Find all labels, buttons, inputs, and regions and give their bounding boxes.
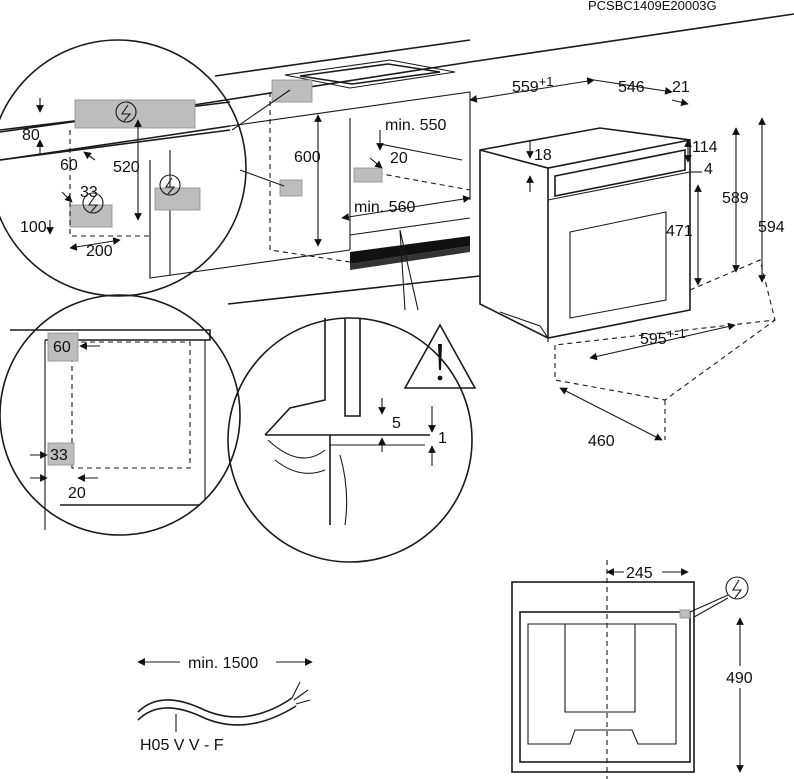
- document-code: PCSBC1409E20003G: [588, 0, 717, 13]
- dim-1: 1: [438, 430, 447, 447]
- detail-circle-warning: [227, 317, 477, 563]
- dim-20a: 20: [390, 150, 408, 167]
- dim-min-560: min. 560: [354, 199, 415, 216]
- dim-490: 490: [726, 670, 753, 687]
- dim-80: 80: [22, 127, 40, 144]
- dim-245: 245: [626, 565, 653, 582]
- oven-drawing: [479, 127, 776, 440]
- dim-559: 559+1: [512, 74, 554, 96]
- dim-4: 4: [704, 161, 713, 178]
- dim-33: 33: [80, 184, 98, 201]
- dim-20b: 20: [68, 485, 86, 502]
- dim-5: 5: [392, 415, 401, 432]
- socket-zone-top: [271, 79, 313, 103]
- cable-min-length: min. 1500: [188, 655, 258, 672]
- box-60: 60: [53, 339, 71, 356]
- detail-circle-left: [0, 294, 241, 536]
- dim-200: 200: [86, 243, 113, 260]
- dim-460: 460: [588, 433, 615, 450]
- cable-type: H05 V V - F: [140, 737, 224, 754]
- dim-520: 520: [113, 159, 140, 176]
- socket-zone-mid: [279, 179, 303, 197]
- dim-min-550: min. 550: [385, 117, 446, 134]
- dim-589: 589: [722, 190, 749, 207]
- dim-595: 595+-1: [640, 326, 686, 348]
- power-cable: [137, 652, 313, 732]
- dim-546: 546: [618, 79, 645, 96]
- dim-600: 600: [294, 149, 321, 166]
- dim-21: 21: [672, 79, 690, 96]
- dim-18: 18: [534, 147, 552, 164]
- dim-100: 100: [20, 219, 47, 236]
- dim-471: 471: [666, 223, 693, 240]
- dim-114: 114: [692, 139, 718, 156]
- oven-rear-view: [511, 560, 749, 779]
- box-33: 33: [50, 447, 68, 464]
- dim-594: 594: [758, 219, 785, 236]
- dim-60: 60: [60, 157, 78, 174]
- socket-zone-rear: [353, 167, 383, 183]
